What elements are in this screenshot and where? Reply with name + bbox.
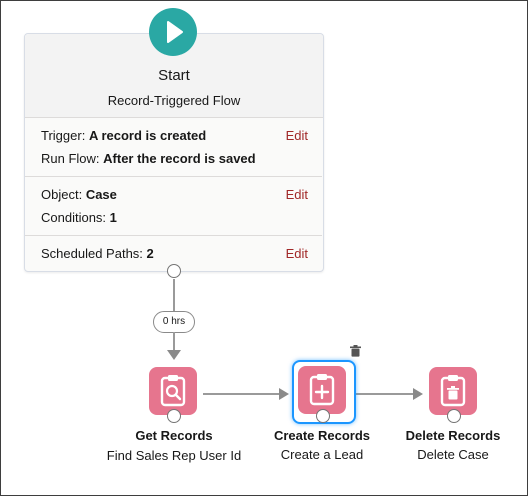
scheduled-section: Scheduled Paths: 2 Edit <box>25 235 322 270</box>
conditions-row: Conditions: 1 <box>41 210 117 225</box>
object-section: Object: Case Conditions: 1 Edit <box>25 176 322 235</box>
start-connector-handle[interactable] <box>167 264 181 278</box>
arrow-down-icon <box>167 350 181 360</box>
create-records-node[interactable] <box>298 366 346 414</box>
edit-trigger-link[interactable]: Edit <box>285 128 308 143</box>
plus-icon <box>309 374 335 406</box>
trash-icon <box>440 375 466 407</box>
conditions-label: Conditions: <box>41 210 107 225</box>
object-label: Object: <box>41 187 83 202</box>
trigger-value: A record is created <box>88 128 207 143</box>
get-records-subtitle: Find Sales Rep User Id <box>106 448 242 463</box>
run-flow-value: After the record is saved <box>103 151 256 166</box>
delete-records-node[interactable] <box>429 367 477 415</box>
get-records-node[interactable] <box>149 367 197 415</box>
create-records-connector-handle[interactable] <box>316 409 330 423</box>
trigger-row: Trigger: A record is created <box>41 128 206 143</box>
create-records-subtitle: Create a Lead <box>280 447 364 462</box>
scheduled-paths-row: Scheduled Paths: 2 <box>41 246 154 261</box>
edit-object-link[interactable]: Edit <box>285 187 308 202</box>
delete-records-connector-handle[interactable] <box>447 409 461 423</box>
scheduled-paths-value: 2 <box>146 246 154 261</box>
conditions-value: 1 <box>109 210 117 225</box>
connector-create-delete <box>355 393 415 395</box>
object-row: Object: Case <box>41 187 117 202</box>
connector-line-upper <box>173 279 175 311</box>
arrow-right-icon <box>279 388 289 400</box>
edit-scheduled-link[interactable]: Edit <box>285 246 308 261</box>
search-icon <box>160 375 186 407</box>
start-play-icon[interactable] <box>149 8 197 56</box>
create-records-selection-outline <box>292 360 356 424</box>
trash-icon[interactable] <box>350 345 361 357</box>
delete-records-title: Delete Records <box>405 428 501 443</box>
get-records-connector-handle[interactable] <box>167 409 181 423</box>
create-records-title: Create Records <box>273 428 371 443</box>
run-flow-row: Run Flow: After the record is saved <box>41 151 256 166</box>
start-title: Start <box>158 67 190 84</box>
arrow-right-icon <box>413 388 423 400</box>
get-records-title: Get Records <box>135 428 213 443</box>
run-flow-label: Run Flow: <box>41 151 100 166</box>
connector-get-create <box>203 393 281 395</box>
trigger-label: Trigger: <box>41 128 86 143</box>
trigger-section: Trigger: A record is created Run Flow: A… <box>25 117 322 176</box>
start-subtitle: Record-Triggered Flow <box>107 93 241 108</box>
scheduled-path-pill[interactable]: 0 hrs <box>153 311 195 333</box>
scheduled-paths-label: Scheduled Paths: <box>41 246 143 261</box>
object-value: Case <box>85 187 117 202</box>
delete-records-subtitle: Delete Case <box>417 447 489 462</box>
connector-line-lower <box>173 332 175 352</box>
